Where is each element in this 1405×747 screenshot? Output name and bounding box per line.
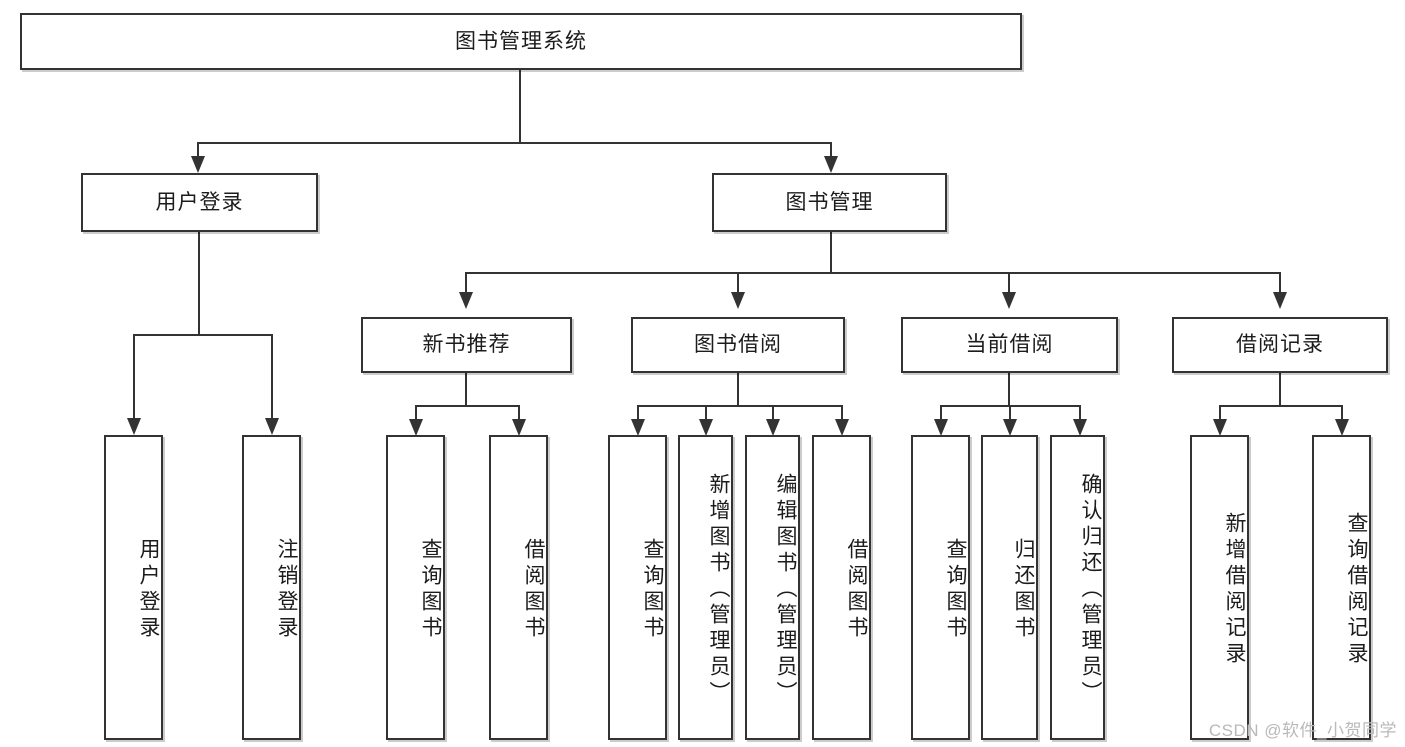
node-label: 查询图书: [419, 537, 442, 642]
connector-new-book-bar: [415, 405, 518, 407]
arrowhead-root-to-book-mgmt: [824, 156, 838, 173]
arrowhead-book-borrow-leaf-3: [766, 419, 780, 436]
leaf-borrow-book-recommend[interactable]: 借阅图书: [489, 435, 548, 740]
connector-book-borrow-to-leaf-2: [705, 405, 707, 421]
node-label: 编辑图书（管理员）: [774, 472, 797, 707]
leaf-query-book-borrow[interactable]: 查询图书: [608, 435, 667, 740]
leaf-add-borrow-record[interactable]: 新增借阅记录: [1190, 435, 1249, 740]
node-label: 图书借阅: [694, 333, 782, 357]
connector-user-login-bar: [133, 334, 272, 336]
leaf-logout-login[interactable]: 注销登录: [242, 435, 301, 740]
leaf-edit-book-admin[interactable]: 编辑图书（管理员）: [745, 435, 800, 740]
connector-user-login-to-leaf-1: [133, 334, 135, 420]
node-current-borrow[interactable]: 当前借阅: [901, 317, 1118, 373]
connector-root-trunk: [519, 70, 521, 142]
connector-book-borrow-to-leaf-4: [841, 405, 843, 421]
node-root-library-system[interactable]: 图书管理系统: [20, 13, 1022, 70]
connector-user-login-to-leaf-2: [271, 334, 273, 420]
arrowhead-book-mgmt-record: [1273, 292, 1287, 309]
arrowhead-user-login-leaf-2: [265, 418, 279, 435]
node-label: 新增图书（管理员）: [707, 472, 730, 707]
arrowhead-book-borrow-leaf-1: [631, 419, 645, 436]
arrowhead-book-mgmt-new-book: [459, 292, 473, 309]
connector-book-mgmt-to-record: [1279, 272, 1281, 294]
arrowhead-user-login-leaf-1: [127, 418, 141, 435]
node-book-management[interactable]: 图书管理: [712, 173, 947, 232]
leaf-return-book[interactable]: 归还图书: [981, 435, 1038, 740]
arrowhead-book-borrow-leaf-4: [835, 419, 849, 436]
node-label: 新书推荐: [422, 333, 511, 357]
node-label: 新增借阅记录: [1223, 511, 1246, 668]
connector-root-to-book-mgmt: [830, 142, 832, 158]
connector-borrow-record-bar: [1219, 405, 1341, 407]
connector-root-bar: [197, 142, 832, 144]
node-label: 注销登录: [275, 537, 298, 642]
node-label: 用户登录: [155, 190, 244, 214]
connector-book-mgmt-to-borrow: [737, 272, 739, 294]
node-label: 借阅图书: [845, 537, 868, 642]
connector-current-borrow-to-leaf-3: [1079, 405, 1081, 421]
arrowhead-current-borrow-leaf-3: [1073, 419, 1087, 436]
node-label: 确认归还（管理员）: [1079, 472, 1102, 707]
connector-book-mgmt-bar: [465, 272, 1279, 274]
arrowhead-borrow-record-leaf-2: [1335, 419, 1349, 436]
leaf-borrow-book[interactable]: 借阅图书: [812, 435, 871, 740]
node-label: 图书管理系统: [455, 29, 587, 53]
arrowhead-current-borrow-leaf-1: [934, 419, 948, 436]
node-label: 图书管理: [785, 190, 874, 214]
connector-book-borrow-to-leaf-1: [637, 405, 639, 421]
connector-borrow-record-trunk: [1279, 373, 1281, 405]
node-new-book-recommend[interactable]: 新书推荐: [361, 317, 572, 373]
arrowhead-book-mgmt-borrow: [731, 292, 745, 309]
arrowhead-current-borrow-leaf-2: [1003, 419, 1017, 436]
connector-book-mgmt-trunk: [830, 232, 832, 272]
node-label: 查询借阅记录: [1345, 511, 1368, 668]
leaf-confirm-return-admin[interactable]: 确认归还（管理员）: [1050, 435, 1105, 740]
connector-current-borrow-to-leaf-1: [940, 405, 942, 421]
arrowhead-new-book-leaf-2: [512, 419, 526, 436]
connector-new-book-to-leaf-1: [415, 405, 417, 421]
leaf-query-book-current[interactable]: 查询图书: [911, 435, 970, 740]
node-label: 查询图书: [641, 537, 664, 642]
arrowhead-book-mgmt-current: [1002, 292, 1016, 309]
node-label: 查询图书: [944, 537, 967, 642]
connector-new-book-to-leaf-2: [518, 405, 520, 421]
node-label: 用户登录: [137, 537, 160, 642]
leaf-query-book-recommend[interactable]: 查询图书: [386, 435, 445, 740]
leaf-add-book-admin[interactable]: 新增图书（管理员）: [678, 435, 733, 740]
node-borrow-record[interactable]: 借阅记录: [1172, 317, 1388, 373]
node-book-borrow[interactable]: 图书借阅: [631, 317, 845, 373]
leaf-query-borrow-record[interactable]: 查询借阅记录: [1312, 435, 1371, 740]
arrowhead-borrow-record-leaf-1: [1213, 419, 1227, 436]
connector-borrow-record-to-leaf-2: [1341, 405, 1343, 421]
node-label: 借阅记录: [1236, 333, 1324, 357]
connector-book-mgmt-to-new-book: [465, 272, 467, 294]
connector-borrow-record-to-leaf-1: [1219, 405, 1221, 421]
node-label: 当前借阅: [965, 333, 1054, 357]
connector-book-mgmt-to-current: [1008, 272, 1010, 294]
leaf-user-login[interactable]: 用户登录: [104, 435, 163, 740]
connector-book-borrow-trunk: [737, 373, 739, 405]
node-user-login[interactable]: 用户登录: [81, 173, 318, 232]
connector-new-book-trunk: [465, 373, 467, 405]
arrowhead-root-to-user-login: [191, 156, 205, 173]
connector-user-login-trunk: [198, 232, 200, 334]
connector-book-borrow-bar: [637, 405, 841, 407]
node-label: 借阅图书: [522, 537, 545, 642]
arrowhead-book-borrow-leaf-2: [699, 419, 713, 436]
node-label: 归还图书: [1012, 537, 1035, 642]
connector-book-borrow-to-leaf-3: [772, 405, 774, 421]
connector-root-to-user-login: [197, 142, 199, 158]
connector-current-borrow-trunk: [1008, 373, 1010, 405]
connector-current-borrow-to-leaf-2: [1009, 405, 1011, 421]
arrowhead-new-book-leaf-1: [409, 419, 423, 436]
